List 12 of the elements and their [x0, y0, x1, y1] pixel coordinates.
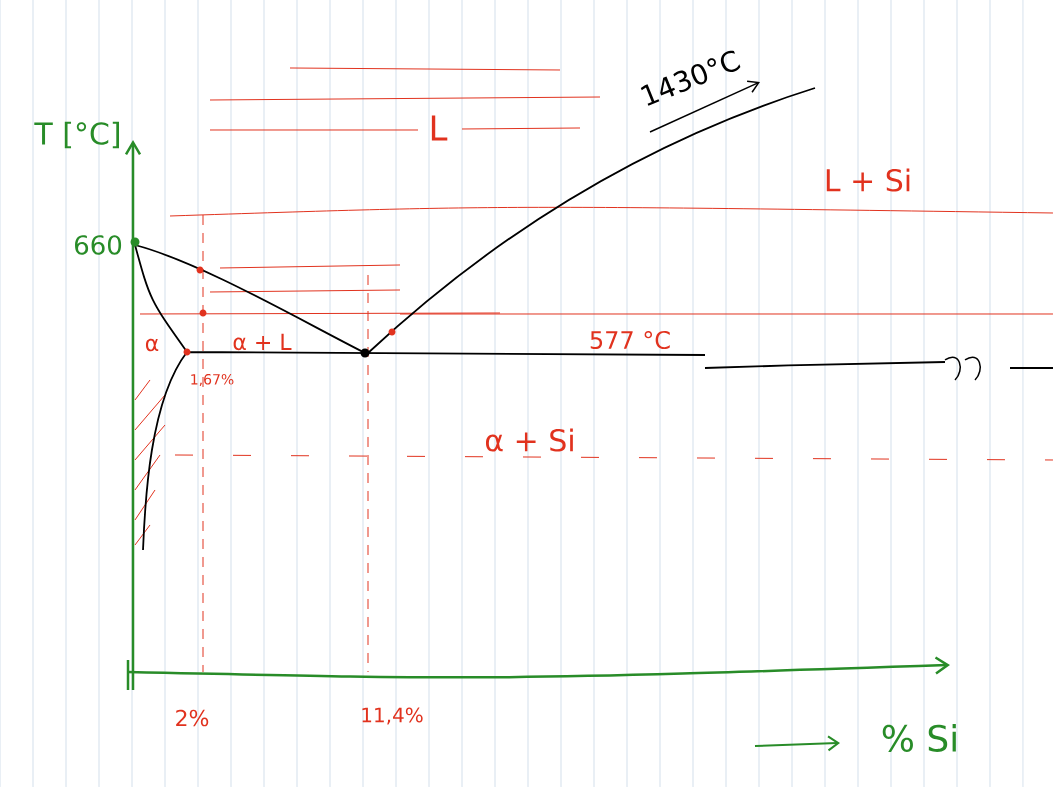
axis-label: L	[431, 115, 448, 141]
axis-label: 2%	[176, 709, 209, 727]
axis-label: 660	[75, 235, 122, 255]
axis-label: % Si	[882, 724, 956, 752]
axis-label: 577 °C	[590, 330, 670, 350]
axis-label: α + Si	[486, 428, 573, 452]
axis-label: 1,67%	[191, 374, 234, 386]
axis-label: T [°C]	[34, 121, 119, 149]
axis-label: L + Si	[826, 168, 910, 192]
axis-label: α + L	[233, 333, 292, 351]
axis-label: α	[145, 338, 159, 352]
axis-label: 11,4%	[362, 707, 423, 725]
